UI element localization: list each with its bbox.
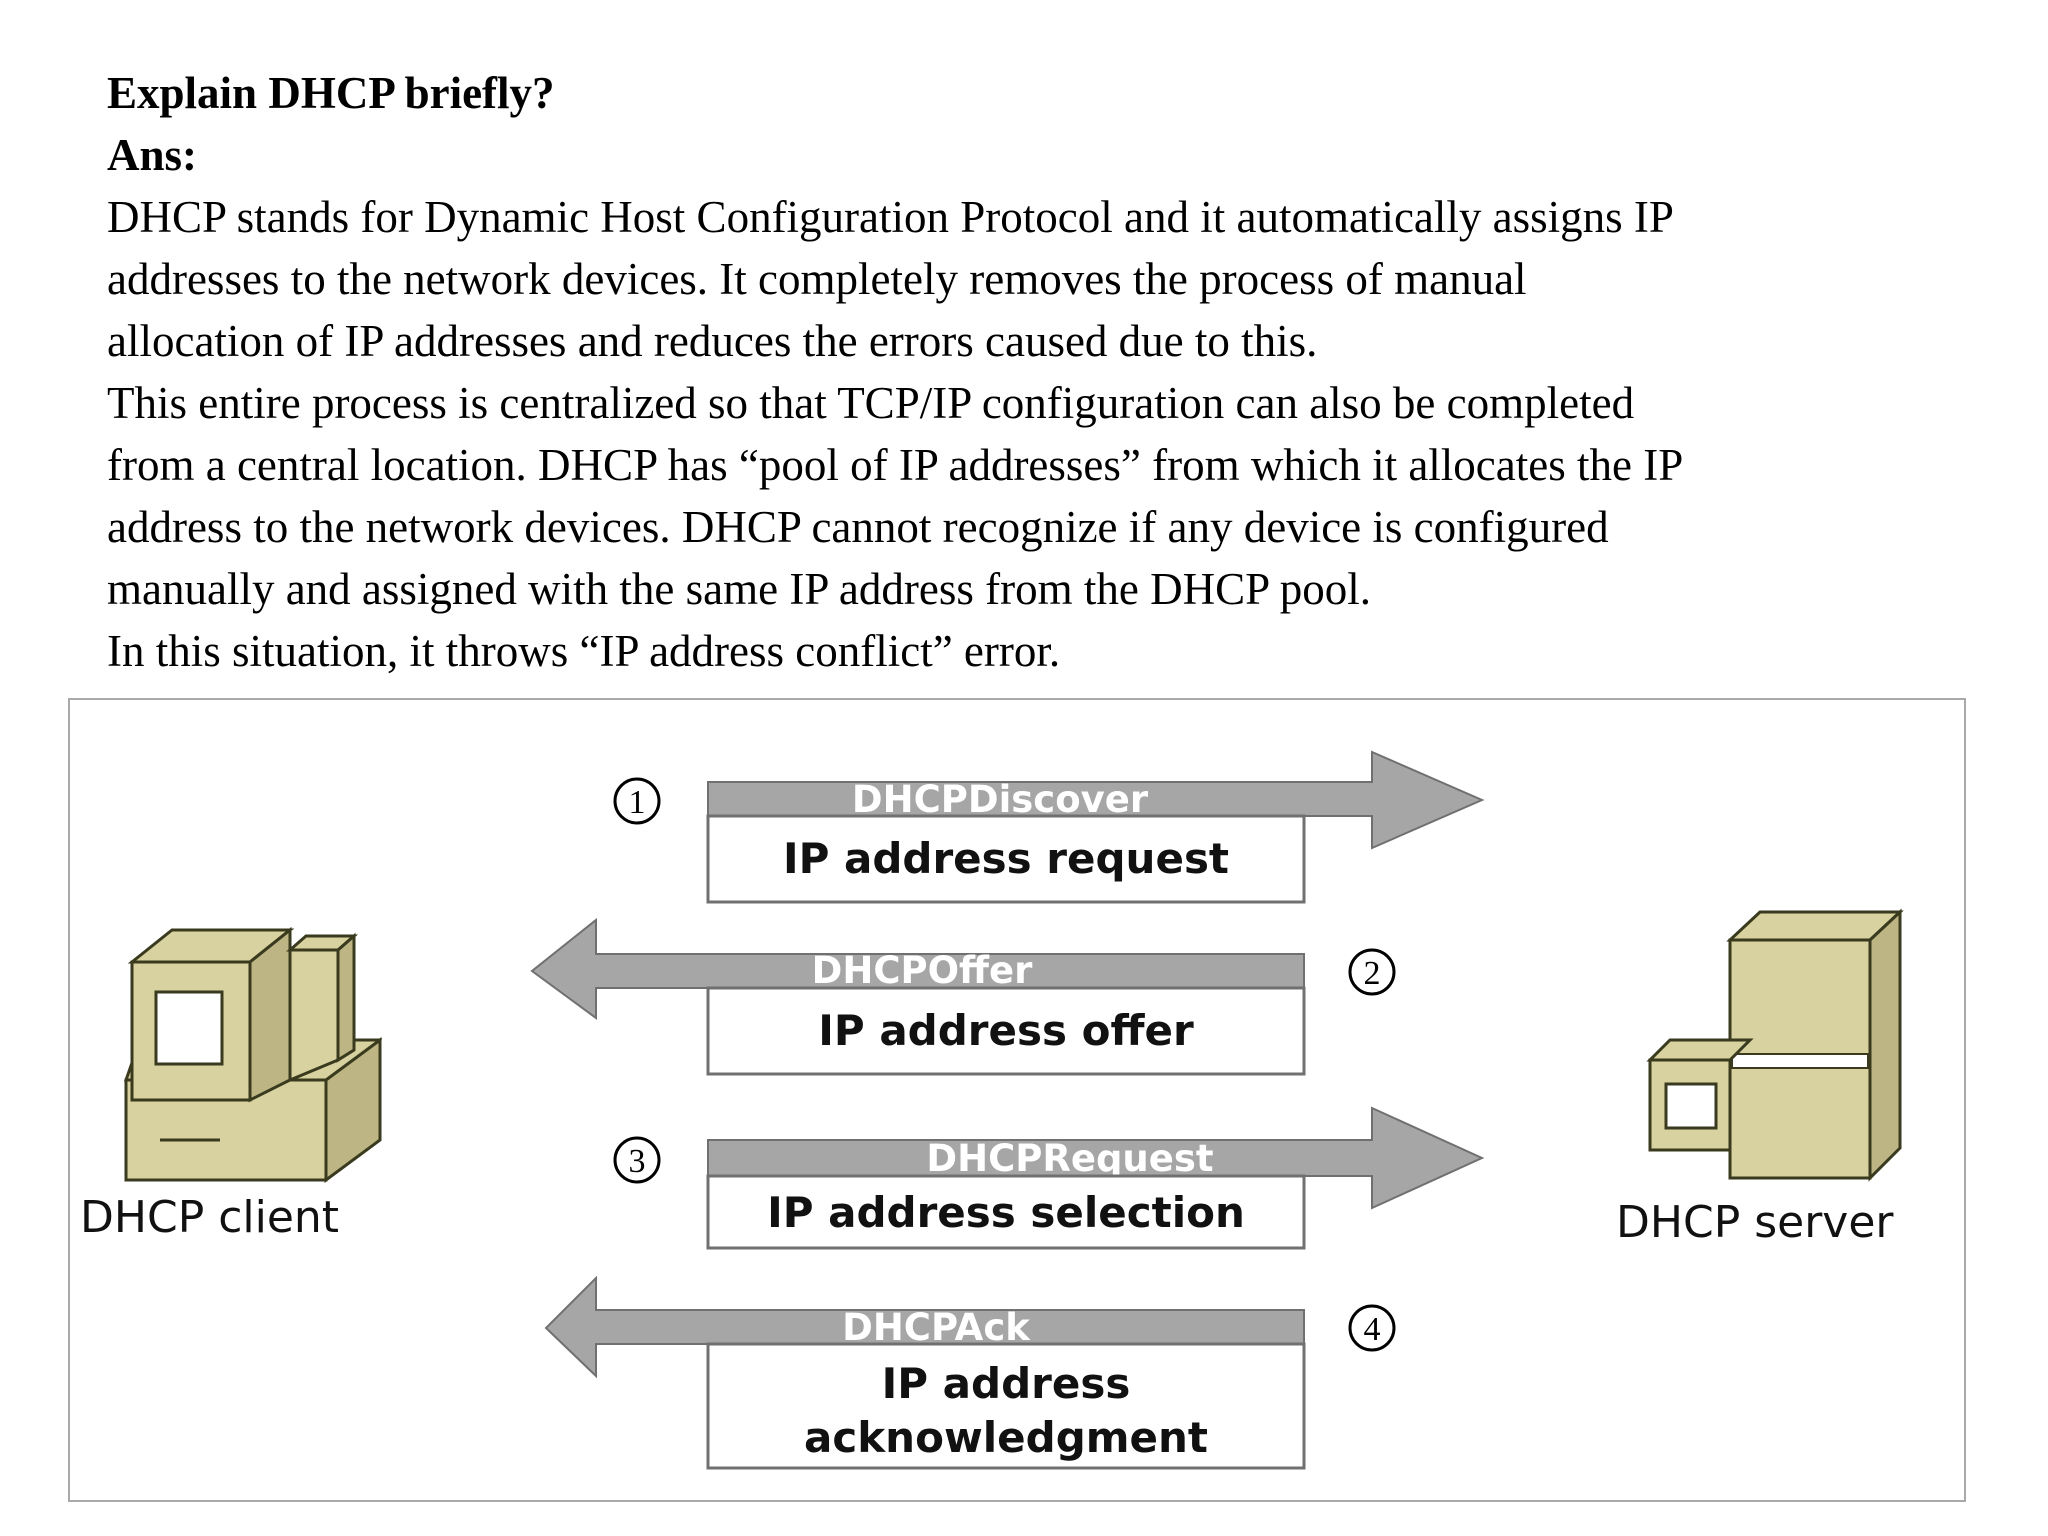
step-number: 1: [629, 784, 646, 821]
message-name: DHCPRequest: [926, 1137, 1213, 1180]
step-number-circle: [613, 1136, 661, 1184]
paragraph-line: manually and assigned with the same IP a…: [107, 564, 1371, 614]
step-1: 1 DHCPDiscover IP address request: [613, 750, 1485, 904]
message-description-box: [706, 814, 1306, 904]
answer-label: Ans:: [107, 130, 198, 180]
paragraph-line: addresses to the network devices. It com…: [107, 254, 1527, 304]
message-name: DHCPOffer: [812, 949, 1033, 992]
client-label: DHCP client: [80, 1192, 339, 1243]
message-name: DHCPAck: [842, 1306, 1031, 1349]
server-label: DHCP server: [1616, 1197, 1894, 1248]
document-text: Explain DHCP briefly? Ans: DHCP stands f…: [107, 62, 2007, 682]
paragraph-line: This entire process is centralized so th…: [107, 378, 1635, 428]
step-number: 2: [1364, 955, 1381, 992]
message-description: IP address offer: [818, 1006, 1194, 1055]
paragraph-line: address to the network devices. DHCP can…: [107, 502, 1609, 552]
step-number-circle: [613, 777, 661, 825]
dhcp-diagram-canvas: DHCP client DHCP server 1 DHCPDiscover I…: [80, 750, 1904, 1470]
paragraph-line: DHCP stands for Dynamic Host Configurati…: [107, 192, 1674, 242]
message-description: acknowledgment: [804, 1413, 1208, 1462]
step-4: DHCPAck IP address acknowledgment 4: [544, 1275, 1396, 1470]
message-description-box: [706, 986, 1306, 1076]
client-computer-icon: [123, 926, 383, 1183]
message-name: DHCPDiscover: [852, 778, 1149, 821]
dhcp-diagram: DHCP client DHCP server 1 DHCPDiscover I…: [68, 698, 1966, 1502]
message-description: IP address request: [783, 834, 1229, 883]
server-icon: [1646, 908, 1904, 1182]
message-description-box: [706, 1174, 1306, 1250]
step-2: DHCPOffer IP address offer 2: [530, 917, 1396, 1076]
message-description: IP address: [882, 1359, 1131, 1408]
message-description: IP address selection: [767, 1188, 1245, 1237]
message-description-box: [706, 1342, 1306, 1470]
step-number: 4: [1364, 1311, 1381, 1348]
question-heading: Explain DHCP briefly?: [107, 68, 555, 118]
step-3: 3 DHCPRequest IP address selection: [613, 1106, 1485, 1250]
paragraph-line: allocation of IP addresses and reduces t…: [107, 316, 1318, 366]
step-number: 3: [629, 1143, 646, 1180]
step-number-circle: [1348, 948, 1396, 996]
paragraph-line: In this situation, it throws “IP address…: [107, 626, 1061, 676]
paragraph-line: from a central location. DHCP has “pool …: [107, 440, 1684, 490]
step-number-circle: [1348, 1304, 1396, 1352]
